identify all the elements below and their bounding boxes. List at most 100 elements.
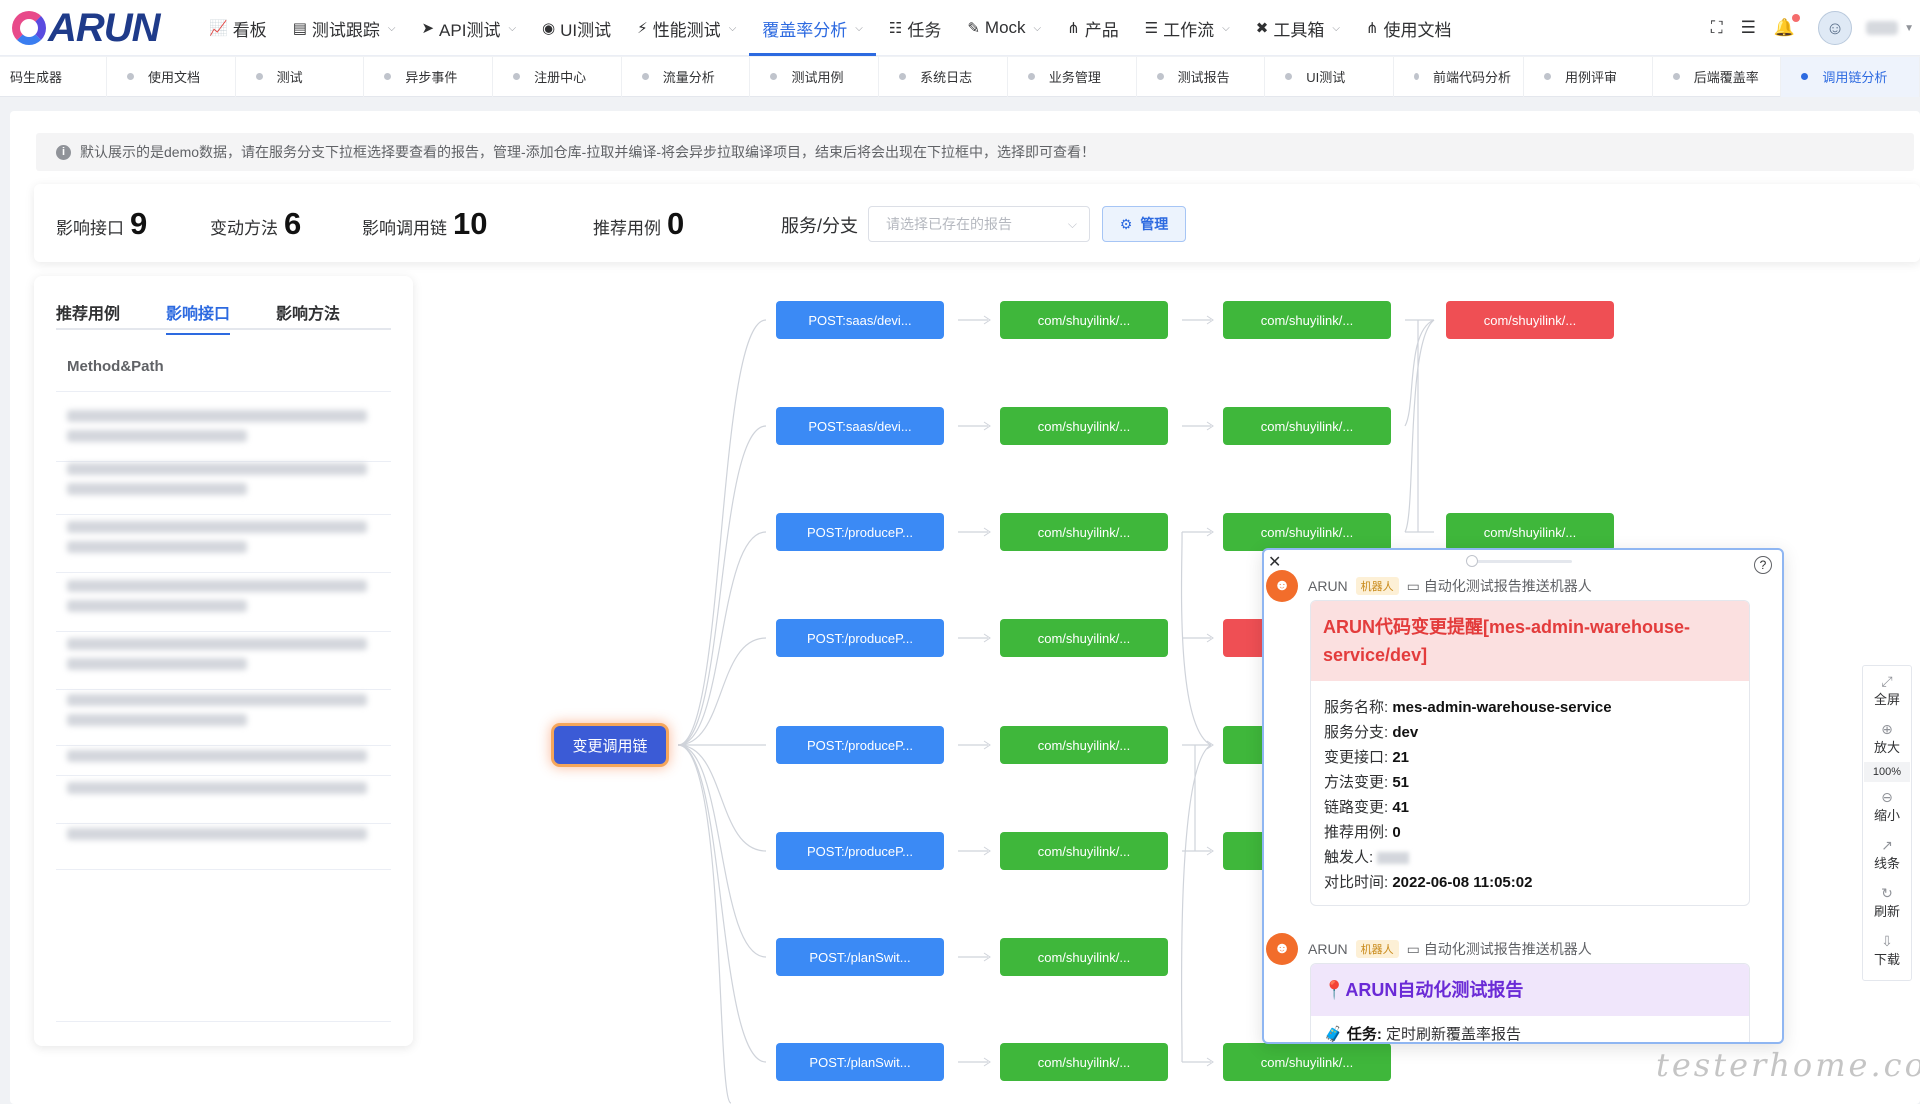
- flow-node-method[interactable]: com/shuyilink/...: [1000, 619, 1168, 657]
- username-blurred[interactable]: [1866, 21, 1899, 35]
- flow-node-api[interactable]: POST:saas/devi...: [776, 407, 944, 445]
- table-row[interactable]: [56, 630, 391, 690]
- flow-node-method[interactable]: com/shuyilink/...: [1223, 513, 1391, 551]
- service-branch-select[interactable]: 请选择已存在的报告⌵: [868, 206, 1090, 242]
- flow-node-method[interactable]: com/shuyilink/...: [1000, 407, 1168, 445]
- chevron-down-icon[interactable]: ▼: [1904, 22, 1914, 34]
- bell-icon[interactable]: 🔔: [1774, 14, 1801, 38]
- page-tab-0[interactable]: 码生成器: [0, 56, 107, 97]
- flow-node-api[interactable]: POST:/produceP...: [776, 832, 944, 870]
- page-tab-12[interactable]: 用例评审: [1524, 56, 1653, 97]
- table-row[interactable]: [56, 513, 391, 573]
- flow-node-method[interactable]: com/shuyilink/...: [1000, 726, 1168, 764]
- nav-item-11[interactable]: ⋔使用文档: [1353, 0, 1465, 56]
- nav-item-0[interactable]: 📈看板: [196, 0, 280, 56]
- nav-item-4[interactable]: ⚡性能测试⌵: [624, 0, 749, 56]
- table-row[interactable]: [56, 820, 391, 870]
- manage-button[interactable]: ⚙ 管理: [1102, 206, 1186, 242]
- flow-node-method[interactable]: com/shuyilink/...: [1223, 407, 1391, 445]
- tool-refresh[interactable]: ↻刷新: [1874, 878, 1900, 926]
- page-tab-9[interactable]: 测试报告: [1137, 56, 1266, 97]
- logo-mark-icon: [12, 11, 46, 45]
- flow-node-method[interactable]: com/shuyilink/...: [1000, 513, 1168, 551]
- flow-node-api[interactable]: POST:/produceP...: [776, 726, 944, 764]
- page-tab-7[interactable]: 系统日志: [879, 56, 1008, 97]
- page-tab-5[interactable]: 流量分析: [622, 56, 751, 97]
- message-line-value: 2022-06-08 11:05:02: [1392, 874, 1533, 891]
- nav-item-8[interactable]: ⋔产品: [1054, 0, 1132, 56]
- logo[interactable]: ARUN: [12, 6, 161, 50]
- page-tab-4[interactable]: 注册中心: [493, 56, 622, 97]
- page-tab-13[interactable]: 后端覆盖率: [1653, 56, 1782, 97]
- tool-download[interactable]: ⇩下载: [1874, 926, 1900, 974]
- nav-item-5[interactable]: 覆盖率分析⌵: [749, 0, 876, 56]
- compass-icon: ◉: [542, 20, 556, 37]
- table-row[interactable]: [56, 572, 391, 632]
- redacted-path: [67, 410, 367, 422]
- tab-dot-icon: [1801, 73, 1809, 80]
- table-row[interactable]: [56, 402, 391, 462]
- tab-dot-icon: [513, 73, 521, 80]
- nav-item-9[interactable]: ☰工作流⌵: [1132, 0, 1243, 56]
- nav-item-3[interactable]: ◉UI测试: [529, 0, 624, 56]
- nav-item-10[interactable]: ✖工具箱⌵: [1243, 0, 1353, 56]
- flow-node-method[interactable]: com/shuyilink/...: [1223, 301, 1391, 339]
- flow-node-method[interactable]: com/shuyilink/...: [1000, 301, 1168, 339]
- flow-node-method[interactable]: com/shuyilink/...: [1000, 832, 1168, 870]
- help-icon[interactable]: ?: [1754, 556, 1772, 574]
- tool-zoom-in[interactable]: ⊕放大: [1874, 714, 1900, 762]
- flow-node-api[interactable]: POST:saas/devi...: [776, 301, 944, 339]
- tool-zoom-out[interactable]: ⊖缩小: [1874, 782, 1900, 830]
- nav-item-7[interactable]: ✎Mock⌵: [954, 0, 1054, 56]
- page-tab-8[interactable]: 业务管理: [1008, 56, 1137, 97]
- flow-node-api[interactable]: POST:/produceP...: [776, 619, 944, 657]
- message-line-key: 方法变更:: [1324, 774, 1393, 791]
- close-icon[interactable]: ✕: [1268, 554, 1282, 571]
- flow-node-method[interactable]: com/shuyilink/...: [1446, 513, 1614, 551]
- flow-node-api[interactable]: POST:/planSwit...: [776, 1043, 944, 1081]
- manage-label: 管理: [1140, 216, 1169, 232]
- flow-node-api[interactable]: POST:/produceP...: [776, 513, 944, 551]
- flow-node-api[interactable]: POST:/planSwit...: [776, 938, 944, 976]
- page-tab-6[interactable]: 测试用例: [750, 56, 880, 97]
- nav-item-label: 覆盖率分析: [762, 20, 848, 40]
- root-node[interactable]: 变更调用链: [554, 726, 666, 764]
- tool-line[interactable]: ↗线条: [1874, 830, 1900, 878]
- table-row[interactable]: [56, 742, 391, 776]
- nav-item-label: Mock: [984, 18, 1026, 37]
- nav-item-2[interactable]: ➤API测试⌵: [408, 0, 529, 56]
- panel-tab-2[interactable]: 影响方法: [276, 306, 341, 323]
- nav-item-1[interactable]: ▤测试跟踪⌵: [280, 0, 409, 56]
- task-list-icon[interactable]: ☰: [1740, 18, 1756, 37]
- watermark: testerhome.com: [1656, 1046, 1920, 1084]
- page-tab-11[interactable]: 前端代码分析: [1394, 56, 1524, 97]
- fullscreen-icon[interactable]: ⛶: [1710, 18, 1723, 37]
- panel-tab-1[interactable]: 影响接口: [166, 296, 231, 335]
- page-tab-1[interactable]: 使用文档: [107, 56, 236, 97]
- page-tab-label: UI测试: [1306, 70, 1346, 85]
- page-tab-14[interactable]: 调用链分析: [1781, 56, 1920, 97]
- slider-knob[interactable]: [1466, 555, 1478, 567]
- table-row[interactable]: [56, 686, 391, 746]
- page-tab-10[interactable]: UI测试: [1265, 56, 1394, 97]
- panel-tab-0[interactable]: 推荐用例: [56, 306, 121, 323]
- message-header: ☻ ARUN 机器人 ▭ 自动化测试报告推送机器人: [1264, 933, 1592, 965]
- page-tab-label: 测试用例: [791, 70, 844, 85]
- nav-item-6[interactable]: ☷任务: [876, 0, 954, 56]
- tool-fullscreen[interactable]: ⤢全屏: [1874, 666, 1900, 714]
- page-tab-3[interactable]: 异步事件: [364, 56, 494, 97]
- gear-icon: ⚙: [1119, 215, 1133, 232]
- table-row[interactable]: [56, 774, 391, 824]
- redacted-path: [67, 600, 247, 612]
- flow-node-method[interactable]: com/shuyilink/...: [1000, 1043, 1168, 1081]
- flow-node-method[interactable]: com/shuyilink/...: [1446, 301, 1614, 339]
- avatar[interactable]: ☺: [1818, 11, 1853, 45]
- flow-node-method[interactable]: com/shuyilink/...: [1223, 1043, 1391, 1081]
- popup-slider[interactable]: [1466, 555, 1572, 567]
- flow-node-method[interactable]: com/shuyilink/...: [1000, 938, 1168, 976]
- table-row[interactable]: [56, 455, 391, 515]
- redacted-path: [67, 750, 367, 762]
- page-tab-2[interactable]: 测试: [236, 56, 365, 97]
